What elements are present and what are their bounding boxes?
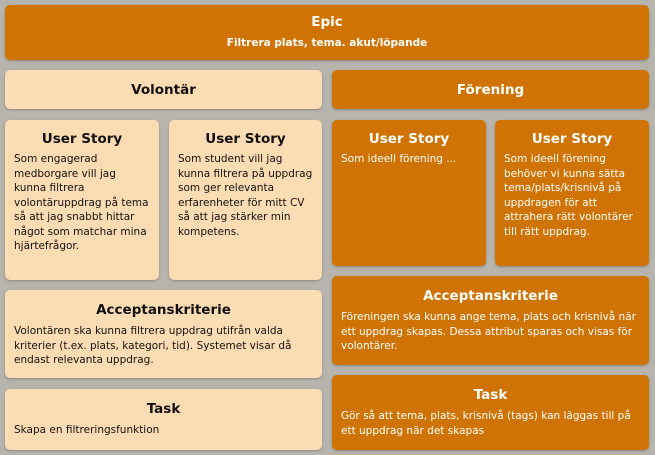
- user-story-card: User Story Som student vill jag kunna fi…: [169, 120, 322, 280]
- user-story-card: User Story Som engagerad medborgare vill…: [5, 120, 159, 280]
- epic-title: Epic: [311, 14, 343, 31]
- user-story-card: User Story Som ideell förening ...: [332, 120, 486, 266]
- card-title: User Story: [531, 131, 613, 147]
- card-title: User Story: [41, 131, 123, 147]
- card-text: Skapa en filtreringsfunktion: [14, 424, 160, 436]
- volontar-header: Volontär: [5, 70, 322, 109]
- acceptance-card: Acceptanskriterie Föreningen ska kunna a…: [332, 276, 649, 365]
- card-text: Gör så att tema, plats, krisnivå (tags) …: [341, 410, 631, 437]
- user-story-card: User Story Som ideell förening behöver v…: [495, 120, 649, 266]
- card-text: Som ideell förening ...: [341, 153, 457, 165]
- card-title: User Story: [205, 131, 286, 147]
- card-title: Task: [146, 401, 181, 417]
- task-card: Task Gör så att tema, plats, krisnivå (t…: [332, 375, 649, 450]
- epic-subtitle: Filtrera plats, tema. akut/löpande: [226, 37, 428, 50]
- card-text: Volontären ska kunna filtrera uppdrag ut…: [14, 325, 292, 366]
- acceptance-card: Acceptanskriterie Volontären ska kunna f…: [5, 290, 322, 378]
- epic-card: Epic Filtrera plats, tema. akut/löpande: [5, 5, 649, 60]
- card-title: Task: [473, 387, 508, 403]
- card-text: Som student vill jag kunna filtrera på u…: [178, 153, 313, 238]
- forening-header: Förening: [332, 70, 649, 109]
- card-title: Acceptanskriterie: [423, 288, 558, 304]
- task-card: Task Skapa en filtreringsfunktion: [5, 389, 322, 450]
- card-text: Som engagerad medborgare vill jag kunna …: [14, 153, 149, 252]
- card-title: Acceptanskriterie: [96, 302, 231, 318]
- card-text: Föreningen ska kunna ange tema, plats oc…: [341, 311, 636, 352]
- card-text: Som ideell förening behöver vi kunna sät…: [504, 153, 633, 238]
- card-title: User Story: [368, 131, 450, 147]
